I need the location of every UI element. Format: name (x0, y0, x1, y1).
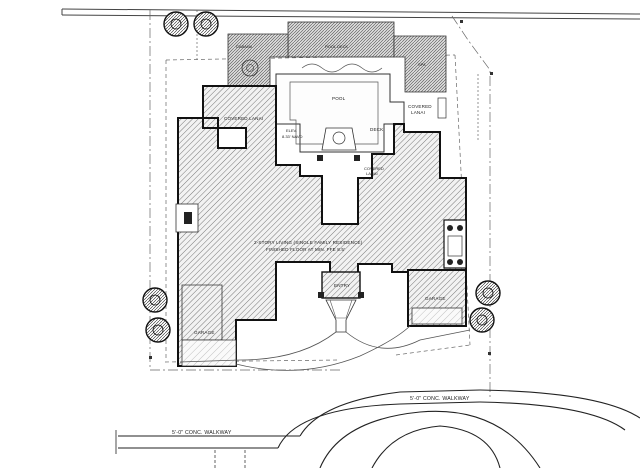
survey-markers (149, 20, 493, 359)
pool-area (275, 63, 405, 161)
residence-label-2: FINISHED FLOOR AT MIN. FFE 8.5' (266, 247, 345, 252)
covered-lanai-right-label-1: COVERED (408, 104, 432, 109)
residence-label-1: 2-STORY LIVING (SINGLE FAMILY RESIDENCE) (254, 240, 363, 245)
covered-lanai-center-label-1: COVERED (364, 166, 384, 171)
tree-icon (475, 280, 501, 306)
garage-right-label: GARAGE (425, 296, 446, 301)
walkway-right-label: 5'-0" CONC. WALKWAY (410, 396, 470, 402)
labels: CABANA POOL DECK SPA POOL COVERED LANAI … (172, 44, 470, 436)
property-lines (149, 10, 491, 400)
entry (318, 271, 364, 333)
cabana-label: CABANA (236, 44, 253, 49)
spa-label: SPA (418, 62, 426, 67)
cabana-circle-icon (241, 59, 259, 77)
walkways (115, 389, 640, 468)
elev-label-1: ELEV. (286, 128, 297, 133)
spa-icon (332, 131, 346, 145)
top-road (61, 8, 640, 20)
driveway (179, 325, 471, 371)
elev-label-2: 8.33' NAVD (282, 134, 303, 139)
walkway-left-label: 5'-0" CONC. WALKWAY (172, 430, 232, 436)
tree-icon (193, 11, 219, 37)
tree-icon (145, 317, 171, 343)
left-wall-element (175, 203, 199, 233)
tree-icon (163, 11, 189, 37)
garage-left-label: GARAGE (194, 330, 215, 335)
covered-lanai-left-label: COVERED LANAI (224, 116, 263, 121)
right-garage (407, 269, 467, 327)
entry-label: ENTRY (334, 283, 350, 288)
rear-pool-deck (227, 21, 447, 93)
pool-label: POOL (332, 96, 346, 101)
covered-lanai-right-label-2: LANAI (411, 110, 425, 115)
side-equipment (437, 97, 467, 269)
tree-icon (469, 307, 495, 333)
pool-deck-label: POOL DECK (325, 44, 349, 49)
deck-label: DECK (370, 127, 384, 132)
left-garage (181, 284, 237, 367)
covered-lanai-center-label-2: LANAI (366, 171, 378, 176)
trees (142, 11, 501, 343)
tree-icon (142, 287, 168, 313)
